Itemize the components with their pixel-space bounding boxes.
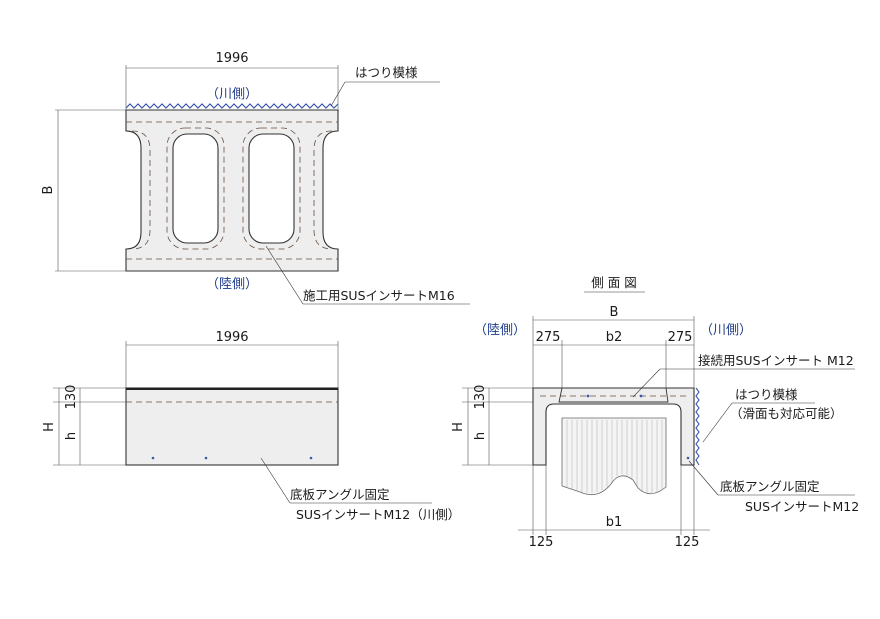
plan-height-dim: B <box>41 186 56 195</box>
front-angle-label: 底板アングル固定 <box>290 487 390 502</box>
plan-hole-right <box>248 133 295 244</box>
side-view-title: 側 面 図 <box>591 275 636 290</box>
side-hatched-fill <box>561 417 667 496</box>
side-chipping-note: （滑面も対応可能） <box>730 406 843 421</box>
front-dim-130: 130 <box>64 385 79 410</box>
side-chipping-label: はつり模様 <box>735 387 798 402</box>
side-connect-label: 接続用SUSインサート M12 <box>698 353 854 368</box>
front-block <box>125 387 339 466</box>
side-dim-b2: b2 <box>606 330 623 345</box>
side-dim-b1: b1 <box>606 515 623 530</box>
side-angle-label: 底板アングル固定 <box>720 479 820 494</box>
plan-river-side-label: （川側） <box>206 87 258 102</box>
front-view: 1996 H 130 h 底板アングル固定 SUSインサートM12（川側） <box>42 330 460 522</box>
side-channel-section <box>532 387 695 466</box>
plan-insert-label: 施工用SUSインサートM16 <box>303 288 455 303</box>
front-width-dim: 1996 <box>215 330 248 345</box>
side-chipping-pattern <box>695 387 700 466</box>
side-dim-275-right: 275 <box>668 330 693 345</box>
plan-chipping-pattern <box>125 103 339 109</box>
plan-block-outline <box>125 109 339 272</box>
plan-chipping-label: はつり模様 <box>355 65 418 80</box>
plan-width-dim: 1996 <box>215 51 248 66</box>
side-land-label: （陸側） <box>474 322 526 338</box>
plan-view: 1996 B （川側） （陸側） はつり模様 施工用SUSインサートM16 <box>41 51 470 305</box>
plan-hole-left <box>172 133 219 244</box>
side-insert-label: SUSインサートM12 <box>745 499 859 514</box>
side-dim-125-left: 125 <box>529 535 554 550</box>
side-view: 側 面 図 B （陸側） （川側） 275 b2 275 H 130 h <box>451 275 859 550</box>
side-dim-H: H <box>451 422 466 432</box>
side-dim-275-left: 275 <box>536 330 561 345</box>
front-dim-H: H <box>42 422 57 432</box>
plan-land-side-label: （陸側） <box>206 276 258 292</box>
front-insert-label: SUSインサートM12（川側） <box>296 507 460 522</box>
side-dim-130: 130 <box>473 385 488 410</box>
side-dim-B: B <box>610 305 619 320</box>
side-river-label: （川側） <box>700 323 752 338</box>
side-dim-h: h <box>473 432 488 440</box>
side-dim-125-right: 125 <box>675 535 700 550</box>
front-dim-h: h <box>64 432 79 440</box>
